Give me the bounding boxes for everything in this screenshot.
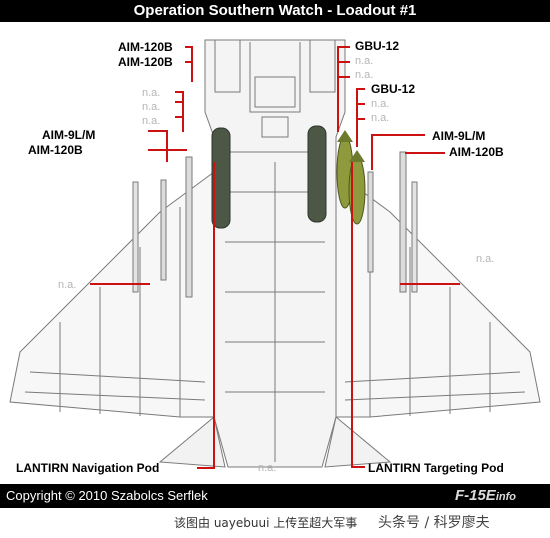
aim9-right-missile [367, 171, 374, 273]
label-aim120b-right: AIM-120B [449, 145, 504, 159]
caption-watermark: 头条号 / 科罗廖夫 [378, 515, 490, 531]
label-na-left-3: n.a. [142, 115, 161, 127]
left-fuel-tank [211, 127, 231, 229]
label-na-left-2: n.a. [142, 101, 161, 113]
label-na-right-3: n.a. [371, 98, 390, 110]
label-na-right-1: n.a. [355, 55, 374, 67]
label-lantirn-targeting-pod: LANTIRN Targeting Pod [368, 461, 504, 475]
label-aim9-right: AIM-9L/M [432, 129, 486, 143]
aim120b-right-missile [399, 151, 407, 293]
logo-sub: info [495, 491, 516, 503]
label-na-center: n.a. [258, 462, 277, 474]
label-aim9-left: AIM-9L/M [42, 128, 96, 142]
label-na-left-wing: n.a. [58, 279, 77, 291]
aim9-left-missile [160, 179, 167, 281]
aircraft-planform [9, 39, 541, 469]
caption-bar [0, 508, 550, 538]
copyright-text: Copyright © 2010 Szabolcs Serflek [6, 488, 208, 503]
footer-bar [0, 484, 550, 508]
label-na-right-4: n.a. [371, 112, 390, 124]
label-na-right-2: n.a. [355, 69, 374, 81]
label-lantirn-nav-pod: LANTIRN Navigation Pod [16, 461, 160, 475]
logo-main: F-15E [454, 487, 496, 504]
label-aim120b-1: AIM-120B [118, 40, 173, 54]
label-gbu12-2: GBU-12 [371, 82, 416, 96]
left-wing-missile [132, 181, 139, 293]
right-fuel-tank [307, 125, 327, 223]
aim120b-left-missile [185, 156, 193, 298]
right-wing-missile [411, 181, 418, 293]
label-na-left-1: n.a. [142, 87, 161, 99]
label-na-right-wing: n.a. [476, 253, 495, 265]
label-aim120b-2: AIM-120B [118, 55, 173, 69]
caption-upload-text: 该图由 uayebuui 上传至超大军事 [174, 516, 358, 530]
label-gbu12-1: GBU-12 [355, 39, 400, 53]
label-aim120b-left: AIM-120B [28, 143, 83, 157]
page-title: Operation Southern Watch - Loadout #1 [0, 0, 550, 22]
f15e-info-logo: F-15Einfo [455, 484, 516, 509]
